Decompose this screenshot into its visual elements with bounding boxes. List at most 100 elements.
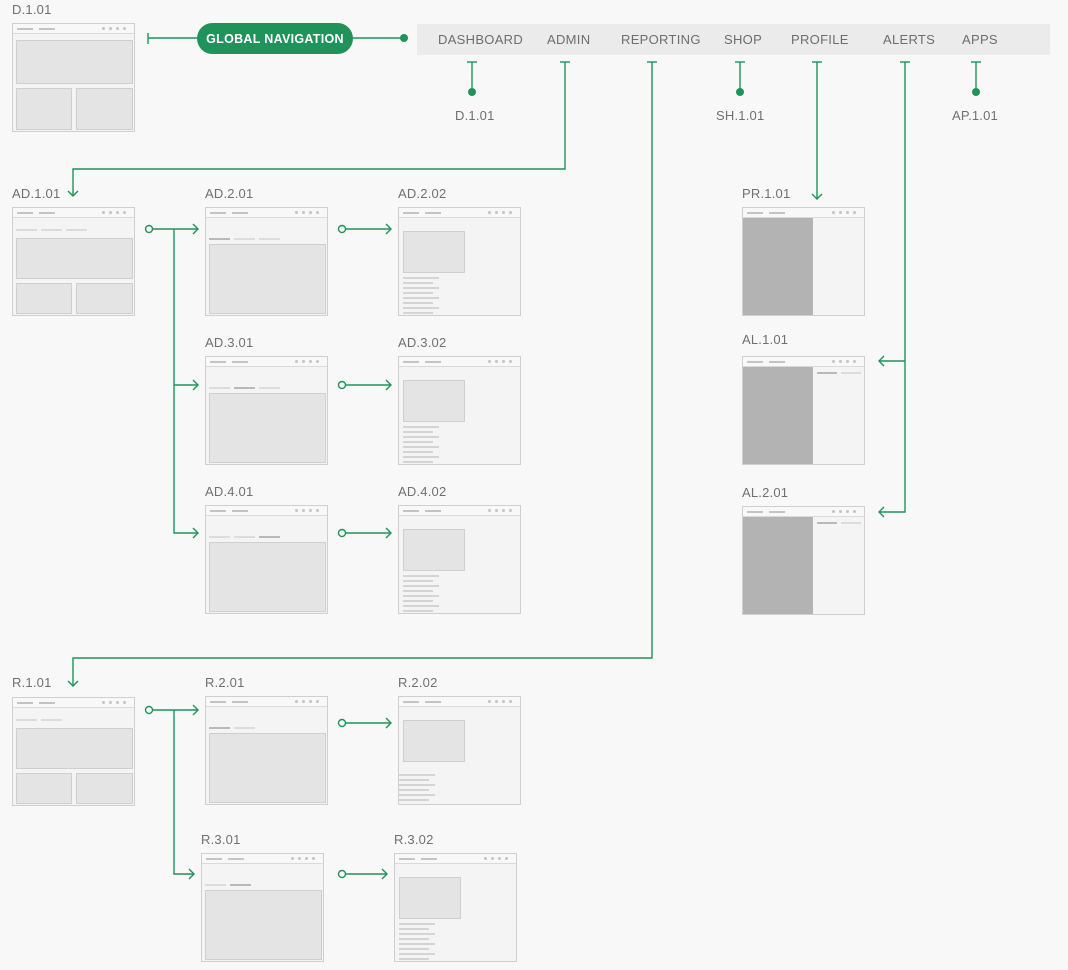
screen-label-d101: D.1.01: [12, 2, 52, 17]
wireframe-topbar-link: [39, 212, 55, 214]
wireframe-d101[interactable]: [12, 23, 135, 132]
nav-item-shop[interactable]: SHOP: [724, 32, 763, 47]
wireframe-tab: [259, 536, 280, 538]
wireframe-card: [16, 283, 72, 314]
screen-label-al201: AL.2.01: [742, 485, 789, 500]
screen-label-al101: AL.1.01: [742, 332, 789, 347]
wireframe-ad402[interactable]: [398, 505, 521, 614]
wireframe-image-block: [403, 529, 465, 571]
wireframe-tab: [41, 719, 62, 721]
wireframe-text-line: [399, 953, 435, 955]
global-nav-bar: DASHBOARD ADMIN REPORTING SHOP PROFILE A…: [417, 24, 1050, 55]
wireframe-ad201[interactable]: [205, 207, 328, 316]
wireframe-ad302[interactable]: [398, 356, 521, 465]
screen-label-ad302: AD.3.02: [398, 335, 447, 350]
wireframe-tab: [230, 884, 251, 886]
wireframe-topbar-dot: [295, 509, 298, 512]
wireframe-topbar-link: [425, 701, 441, 703]
wireframe-topbar-dot: [316, 211, 319, 214]
wireframe-r202[interactable]: [398, 696, 521, 805]
wireframe-topbar-link: [747, 511, 763, 513]
wireframe-topbar: [206, 697, 327, 707]
nav-pill-right-dot: [400, 34, 408, 42]
wireframe-topbar-dot: [839, 510, 842, 513]
wireframe-topbar-dot: [298, 857, 301, 860]
wireframe-topbar: [399, 357, 520, 367]
wireframe-topbar-dot: [309, 509, 312, 512]
wireframe-topbar-dot: [484, 857, 487, 860]
screen-label-ad402: AD.4.02: [398, 484, 447, 499]
r-detail-arrowhead-0: [385, 717, 392, 729]
wireframe-tab: [205, 884, 226, 886]
wireframe-text-line: [399, 784, 435, 786]
wireframe-topbar-link: [403, 212, 419, 214]
nav-item-reporting[interactable]: REPORTING: [621, 32, 701, 47]
wireframe-topbar-dot: [123, 701, 126, 704]
endpoint-label-apps: AP.1.01: [952, 108, 998, 123]
nav-item-apps[interactable]: APPS: [962, 32, 998, 47]
wireframe-topbar-dot: [309, 700, 312, 703]
endpoint-apps-dot: [972, 88, 980, 96]
ad-detail-ring-1: [337, 380, 347, 390]
wireframe-topbar-link: [747, 212, 763, 214]
wireframe-topbar: [399, 208, 520, 218]
wireframe-topbar-dot: [312, 857, 315, 860]
wireframe-topbar-dot: [495, 360, 498, 363]
wireframe-ad202[interactable]: [398, 207, 521, 316]
wireframe-tab: [234, 387, 255, 389]
reporting-arrowhead: [67, 680, 79, 687]
wireframe-ad301[interactable]: [205, 356, 328, 465]
wireframe-topbar-dot: [853, 360, 856, 363]
wireframe-pr101[interactable]: [742, 207, 865, 316]
wireframe-tab: [817, 522, 837, 524]
wireframe-tab: [209, 238, 230, 240]
wireframe-text-line: [403, 590, 433, 592]
nav-item-profile[interactable]: PROFILE: [791, 32, 849, 47]
wireframe-sidebar-panel: [743, 517, 813, 614]
wireframe-text-line: [403, 600, 433, 602]
wireframe-topbar-dot: [295, 211, 298, 214]
wireframe-r301[interactable]: [201, 853, 324, 962]
alerts-arrowhead-al201: [878, 506, 885, 518]
nav-item-dashboard[interactable]: DASHBOARD: [438, 32, 524, 47]
nav-item-alerts[interactable]: ALERTS: [883, 32, 936, 47]
wireframe-topbar-dot: [295, 700, 298, 703]
wireframe-text-line: [399, 794, 435, 796]
screen-label-ad401: AD.4.01: [205, 484, 254, 499]
wireframe-text-line: [399, 958, 429, 960]
wireframe-ad101[interactable]: [12, 207, 135, 316]
wireframe-r302[interactable]: [394, 853, 517, 962]
wireframe-al101[interactable]: [742, 356, 865, 465]
wireframe-ad401[interactable]: [205, 505, 328, 614]
wireframe-r201[interactable]: [205, 696, 328, 805]
wireframe-text-line: [399, 804, 435, 805]
wireframe-topbar-dot: [302, 211, 305, 214]
screen-label-r301: R.3.01: [201, 832, 241, 847]
wireframe-tab: [234, 536, 255, 538]
wireframe-topbar: [399, 506, 520, 516]
endpoint-label-shop: SH.1.01: [716, 108, 765, 123]
wireframe-al201[interactable]: [742, 506, 865, 615]
wireframe-image-block: [403, 231, 465, 273]
wireframe-text-line: [403, 436, 439, 438]
wireframe-text-line: [399, 789, 429, 791]
r-detail-ring-1: [337, 869, 347, 879]
ad101-trunk: [173, 229, 197, 534]
wireframe-topbar-link: [206, 858, 222, 860]
screen-label-r302: R.3.02: [394, 832, 434, 847]
wireframe-topbar: [395, 854, 516, 864]
wireframe-r101[interactable]: [12, 697, 135, 806]
wireframe-text-line: [403, 282, 433, 284]
nav-item-admin[interactable]: ADMIN: [547, 32, 591, 47]
wireframe-topbar: [13, 208, 134, 218]
global-navigation-pill[interactable]: GLOBAL NAVIGATION: [197, 23, 353, 54]
wireframe-tab: [209, 387, 230, 389]
wireframe-topbar: [13, 24, 134, 34]
wireframe-text-line: [403, 446, 439, 448]
wireframe-tab: [16, 719, 37, 721]
screen-label-ad202: AD.2.02: [398, 186, 447, 201]
wireframe-content-block: [205, 890, 322, 960]
wireframe-topbar: [13, 698, 134, 708]
